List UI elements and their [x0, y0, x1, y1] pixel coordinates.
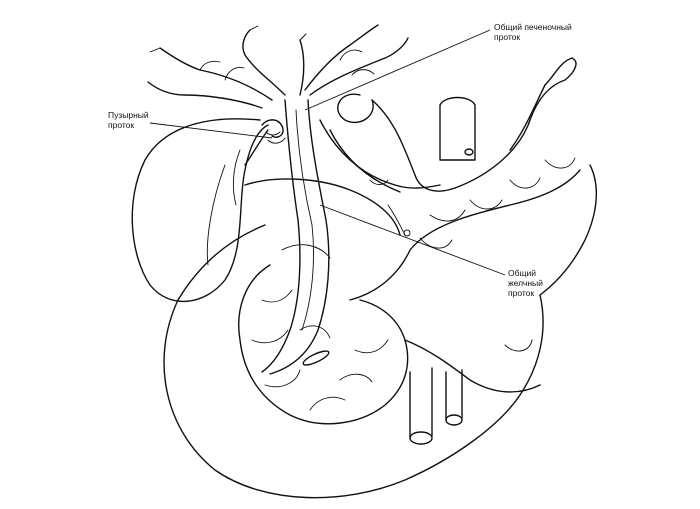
pancreas — [238, 244, 409, 425]
duodenum — [163, 224, 544, 499]
cystic-duct — [244, 119, 286, 166]
pancreas-body — [349, 157, 598, 393]
vessel-branch — [369, 179, 411, 237]
gallbladder — [131, 118, 269, 302]
leader-cystic-duct — [149, 122, 273, 139]
liver-outline — [244, 178, 401, 236]
leader-common-hepatic-duct — [304, 29, 491, 111]
hepatic-artery — [319, 57, 577, 193]
leader-common-bile-duct — [319, 204, 506, 276]
intrahepatic-ducts — [147, 24, 409, 109]
common-bile-duct — [261, 99, 330, 375]
vessels-bottom — [409, 367, 463, 445]
label-common-hepatic-duct: Общий печеночный проток — [494, 22, 572, 42]
label-cystic-duct: Пузырный проток — [108, 110, 149, 130]
label-common-bile-duct: Общий желчный проток — [508, 268, 543, 298]
leader-lines — [149, 29, 506, 276]
